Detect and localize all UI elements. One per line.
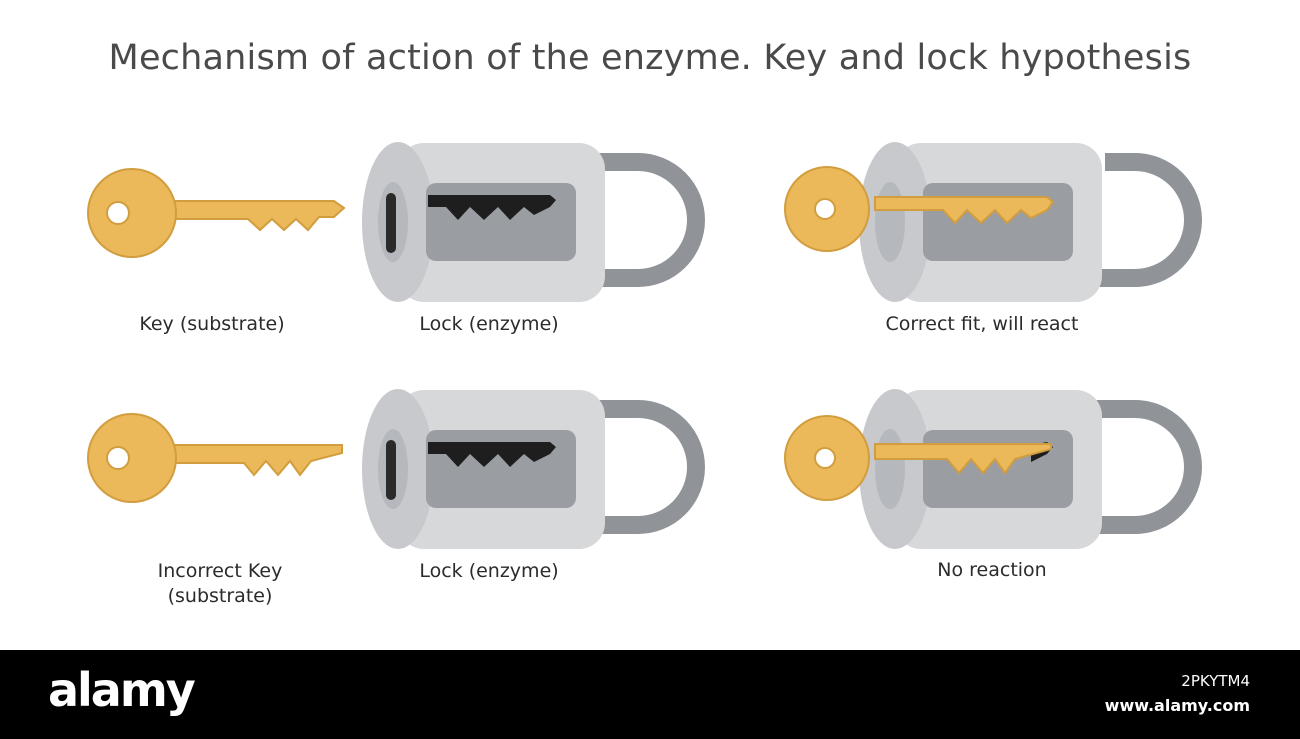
site-url: www.alamy.com [1104,696,1250,715]
lock-enzyme-top-icon [362,142,705,302]
label-incorrect-key-line2: (substrate) [167,585,273,607]
image-id: 2PKYTM4 [1181,672,1250,690]
diagram-canvas: Mechanism of action of the enzyme. Key a… [87,38,1202,609]
lock-enzyme-bottom-icon [362,389,705,549]
watermark-footer: alamy 2PKYTM4 www.alamy.com [0,650,1300,739]
label-incorrect-key: Incorrect Key (substrate) [90,559,350,609]
brand-logo: alamy [48,663,196,717]
lock-correct-fit-icon [784,142,1202,302]
label-lock-enzyme-top: Lock (enzyme) [419,313,559,335]
diagram-title: Mechanism of action of the enzyme. Key a… [108,38,1192,78]
label-key-substrate: Key (substrate) [139,313,285,335]
label-correct-fit: Correct fit, will react [885,313,1079,335]
label-incorrect-key-line1: Incorrect Key [157,560,283,582]
incorrect-key-icon [87,413,343,503]
label-lock-enzyme-bottom: Lock (enzyme) [419,560,559,582]
lock-no-reaction-icon [784,389,1202,549]
label-no-reaction: No reaction [937,559,1047,581]
key-substrate-icon [87,168,346,258]
